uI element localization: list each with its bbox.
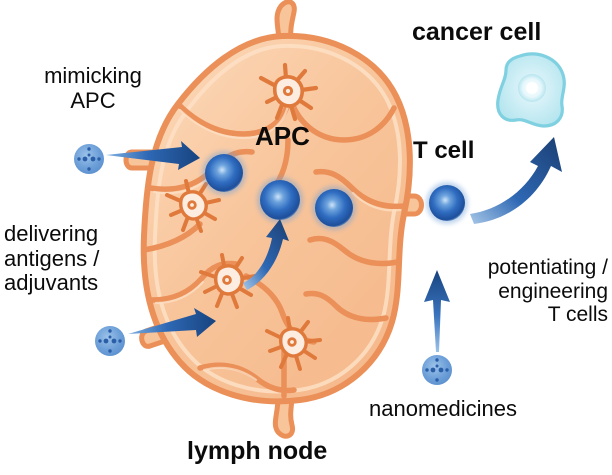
label-nanomedicines: nanomedicines: [369, 396, 517, 421]
afferent-vessel-top: [274, 0, 297, 43]
nanoparticle-mimicking: [74, 144, 104, 174]
apc-cells-group: [165, 62, 322, 371]
hilum-vessel-bottom: [272, 393, 296, 439]
trabecula-left-lower: [141, 221, 203, 253]
label-mimicking-apc: mimicking APC: [44, 63, 142, 113]
label-t-cell: T cell: [413, 137, 475, 164]
arrow-delivering-antigens: [128, 308, 216, 337]
cancer-cell: [496, 52, 566, 128]
trabecula-medulla-right: [303, 290, 389, 323]
t-cell-free: [426, 182, 468, 224]
trabecula-upper-left: [175, 93, 293, 137]
arrow-tcell-to-cancer: [470, 137, 562, 224]
arrow-potentiating-tcells: [424, 270, 450, 352]
label-lymph-node: lymph node: [187, 437, 328, 465]
apc-cell-left: [165, 179, 221, 233]
nanoparticle-potentiating: [422, 355, 452, 385]
t-cell-right: [312, 186, 356, 230]
arrow-mimicking-apc: [106, 141, 200, 170]
cancer-cell-nucleolus: [526, 82, 538, 94]
node-trabeculae: [141, 93, 407, 399]
apc-cell-top: [258, 62, 319, 122]
label-cancer-cell: cancer cell: [412, 18, 542, 46]
trabecula-upper-right: [287, 93, 397, 143]
nanoparticles-group: [74, 144, 452, 385]
t-cell-left: [202, 151, 246, 195]
apc-cell-mid: [199, 253, 257, 309]
apc-cell-bottom: [265, 316, 322, 371]
nanoparticle-delivering: [95, 326, 125, 356]
t-cell-center: [257, 177, 303, 223]
label-delivering-antigens: delivering antigens / adjuvants: [4, 221, 100, 296]
trabecula-right-lower: [307, 235, 401, 267]
label-potentiating-engineering: potentiating / engineering T cells: [487, 256, 608, 327]
trabecula-right-mid: [313, 168, 407, 210]
label-apc: APC: [255, 121, 310, 151]
capsule-inner-highlight: [152, 43, 402, 394]
arrow-apc-to-tcell: [243, 219, 289, 290]
t-cells-in-node: [202, 151, 356, 230]
